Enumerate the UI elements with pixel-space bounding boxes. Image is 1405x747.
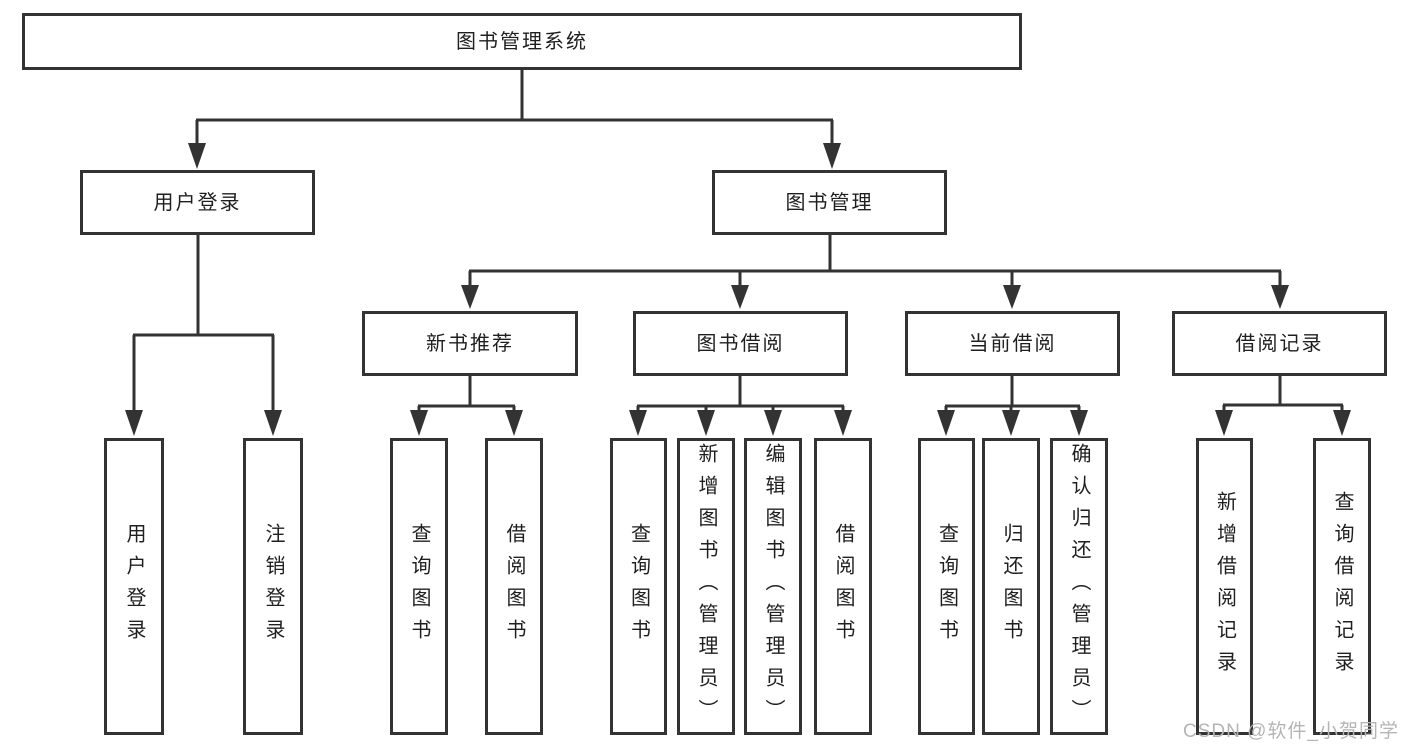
node-book-borrow: 图书借阅 bbox=[633, 311, 848, 376]
leaf-query-books-recommend: 查询图书 bbox=[390, 438, 448, 735]
leaf-return-book: 归还图书 bbox=[982, 438, 1040, 735]
csdn-watermark: CSDN @软件_小贺同学 bbox=[1183, 721, 1399, 742]
node-new-book-recommend: 新书推荐 bbox=[362, 311, 578, 376]
leaf-add-book-admin: 新增图书（管理员） bbox=[677, 438, 735, 735]
leaf-borrow-books: 借阅图书 bbox=[814, 438, 872, 735]
leaf-add-borrow-record: 新增借阅记录 bbox=[1196, 438, 1253, 735]
leaf-borrow-books-recommend: 借阅图书 bbox=[485, 438, 543, 735]
leaf-edit-book-admin: 编辑图书（管理员） bbox=[744, 438, 802, 735]
leaf-user-login: 用户登录 bbox=[104, 438, 164, 735]
leaf-logout: 注销登录 bbox=[243, 438, 303, 735]
leaf-query-books-borrow: 查询图书 bbox=[610, 438, 667, 735]
node-user-login: 用户登录 bbox=[80, 170, 315, 235]
leaf-confirm-return-admin: 确认归还（管理员） bbox=[1050, 438, 1108, 735]
leaf-query-books-current: 查询图书 bbox=[918, 438, 975, 735]
node-current-borrow: 当前借阅 bbox=[905, 311, 1120, 376]
leaf-query-borrow-record: 查询借阅记录 bbox=[1313, 438, 1371, 735]
node-book-management: 图书管理 bbox=[712, 170, 947, 235]
node-borrow-records: 借阅记录 bbox=[1172, 311, 1387, 376]
node-library-management-system: 图书管理系统 bbox=[22, 13, 1022, 70]
